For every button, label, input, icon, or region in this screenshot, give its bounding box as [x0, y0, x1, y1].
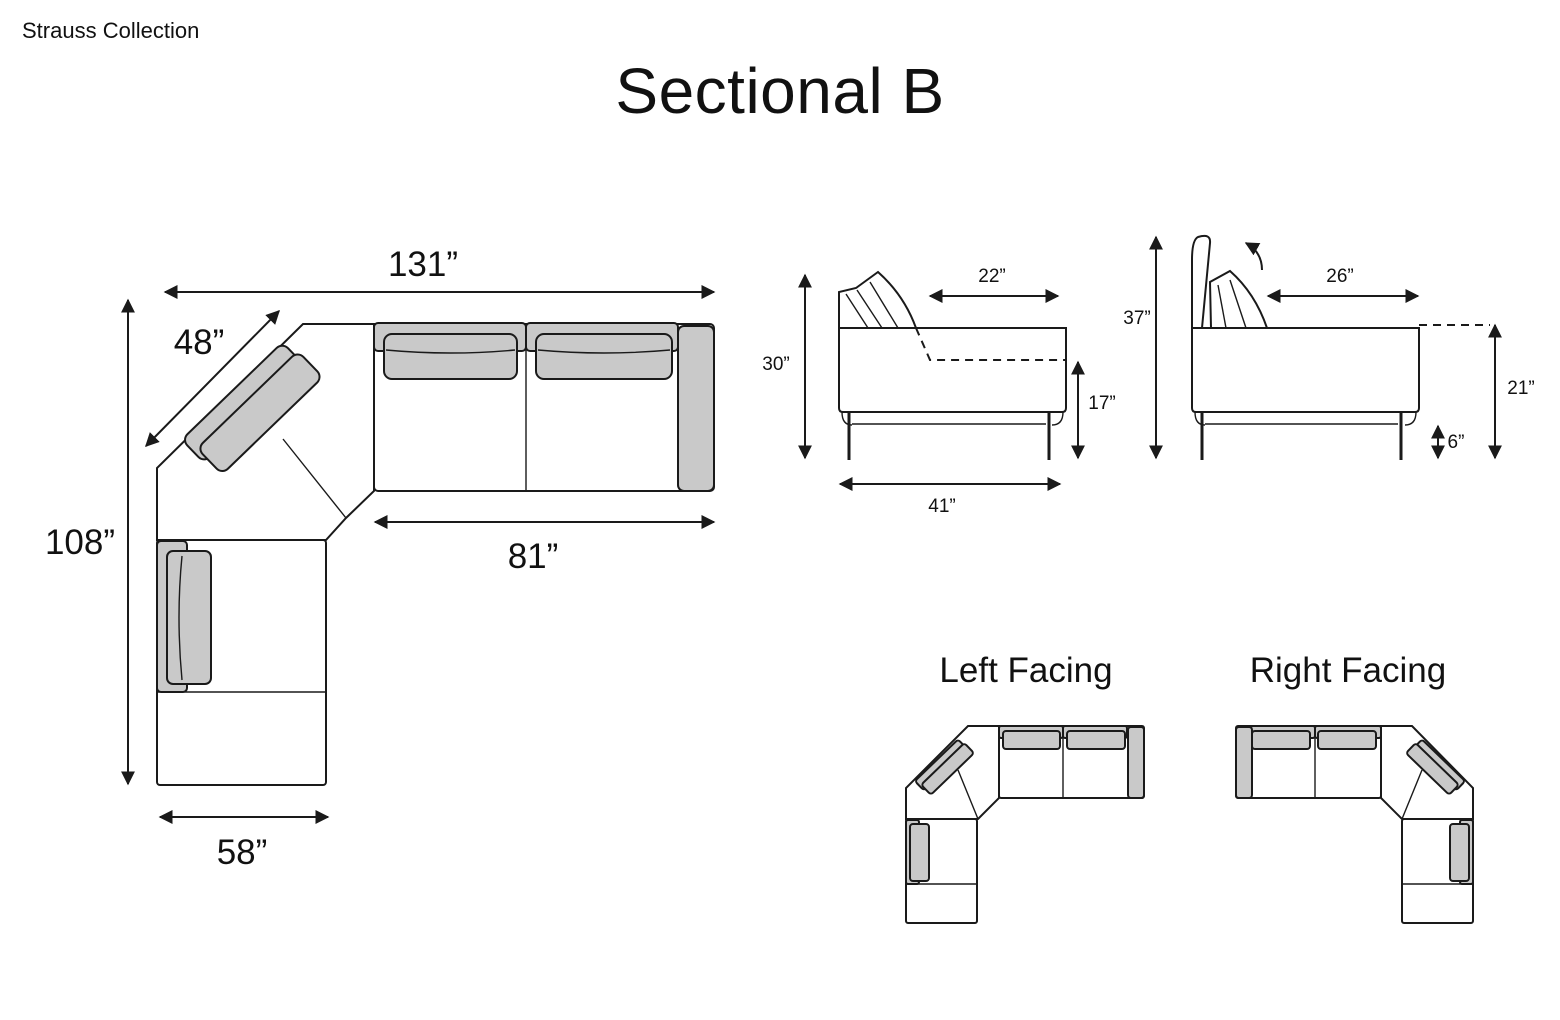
dim-overall-depth: 108”: [45, 523, 115, 562]
right-facing-plan: [1235, 725, 1474, 924]
dim-seat-depth-26: 26”: [1326, 266, 1353, 287]
dim-seat-height-17: 17”: [1088, 393, 1115, 414]
dim-height-37: 37”: [1123, 308, 1150, 329]
page-title: Sectional B: [615, 55, 945, 127]
dim-corner-width: 48”: [174, 323, 225, 362]
dim-seat-depth-22: 22”: [978, 266, 1005, 287]
dim-sofa-length: 81”: [508, 537, 559, 576]
plan-view: 131” 108” 48” 81” 58”: [45, 245, 716, 872]
dim-line-48: [145, 310, 280, 447]
left-facing-plan: [905, 725, 1145, 924]
corner-back-cushions: [184, 344, 321, 472]
dim-leg-height-6: 6”: [1448, 432, 1465, 453]
chaise-cushion: [166, 550, 212, 685]
dim-chaise-width: 58”: [217, 833, 268, 872]
dim-overall-width: 131”: [388, 245, 458, 284]
sofa-cushion-2: [535, 333, 673, 380]
sofa-arm: [677, 325, 715, 492]
sofa-cushion-1: [383, 333, 518, 380]
collection-name: Strauss Collection: [22, 18, 200, 43]
dim-height-30: 30”: [762, 354, 789, 375]
dim-arm-height-21: 21”: [1507, 378, 1534, 399]
right-facing-label: Right Facing: [1250, 651, 1446, 690]
left-facing-label: Left Facing: [939, 651, 1112, 690]
side-view-reclined: 37” 26” 21” 6”: [1123, 234, 1535, 460]
side-view-standard: 30” 22” 17” 41”: [762, 266, 1115, 517]
dim-depth-41: 41”: [928, 496, 955, 517]
